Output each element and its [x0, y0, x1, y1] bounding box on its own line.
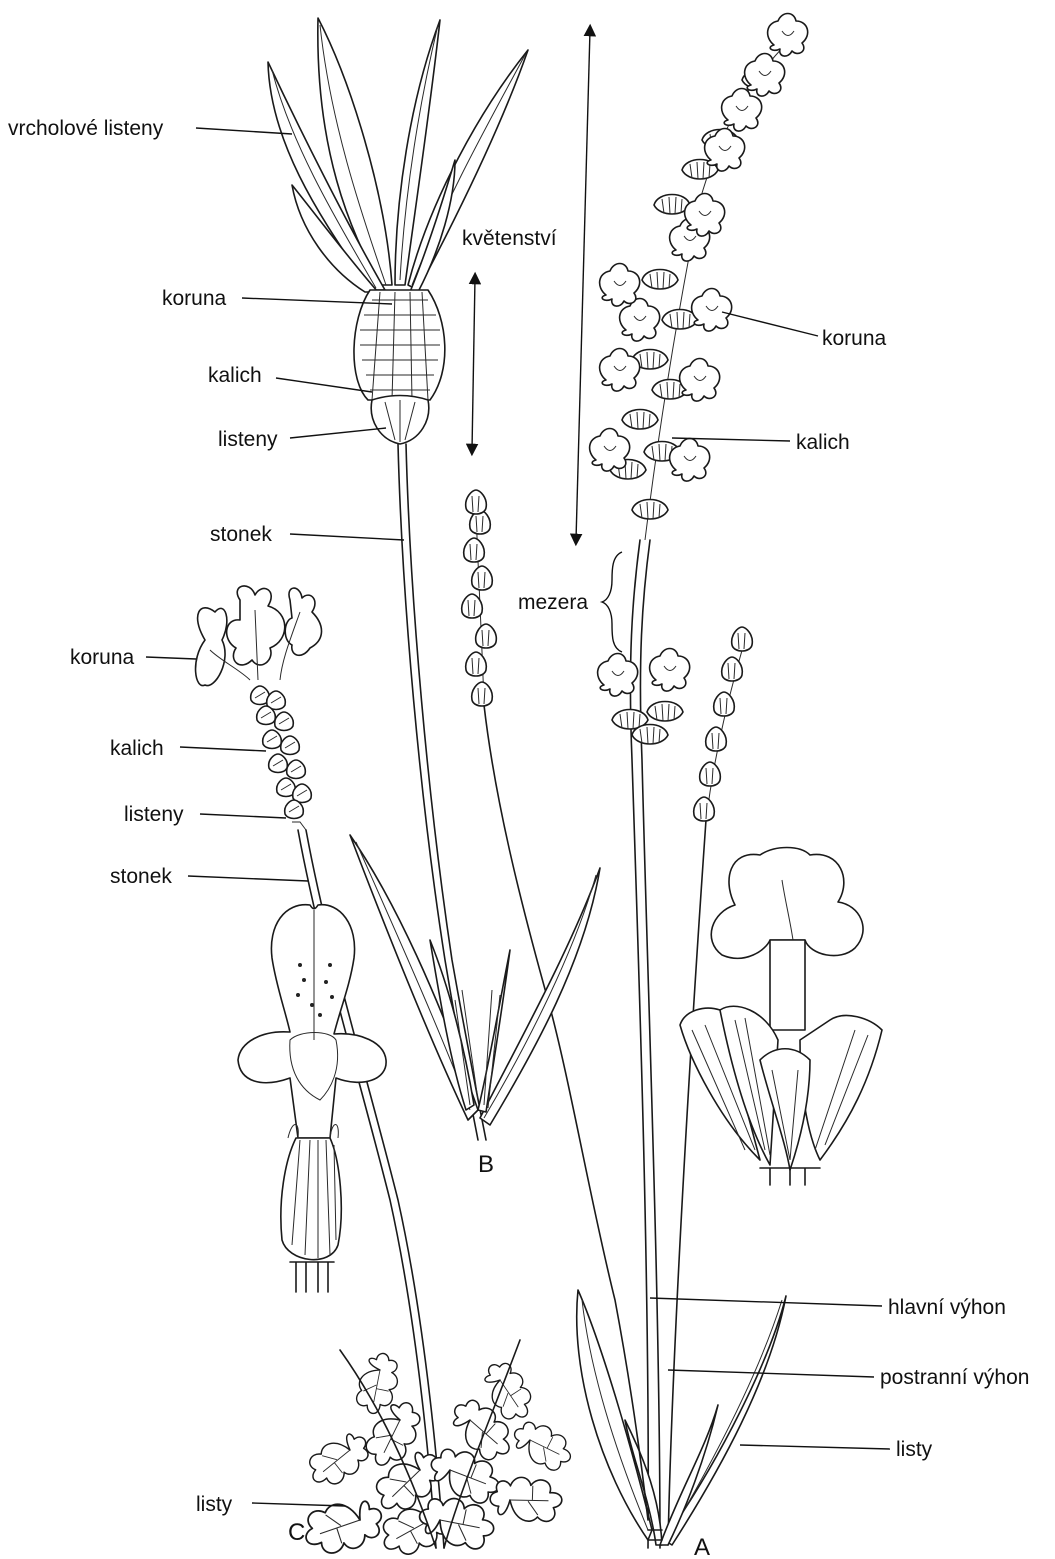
plant-b-head [354, 290, 445, 444]
plant-c-inflorescence [196, 586, 322, 830]
inflorescence-arrow-a [576, 30, 590, 540]
plant-a-marker: A [694, 1534, 710, 1559]
plant-a-floret-detail [680, 848, 882, 1186]
label-stonek-b: stonek [210, 523, 272, 546]
plant-b-base-leaves [350, 835, 600, 1125]
label-koruna-a: koruna [822, 327, 887, 350]
plant-a-illustration [577, 14, 808, 1549]
label-vrcholove-listeny: vrcholové listeny [8, 117, 164, 140]
label-stonek-c: stonek [110, 865, 172, 888]
label-listeny-c: listeny [124, 803, 184, 826]
label-kalich-c: kalich [110, 737, 164, 760]
label-kalich-b: kalich [208, 364, 262, 387]
label-kalich-a: kalich [796, 431, 850, 454]
label-koruna-c: koruna [70, 646, 135, 669]
label-listy-c: listy [196, 1493, 233, 1516]
plant-a-leaves [577, 1290, 786, 1545]
label-postranni-vyhon: postranní výhon [880, 1366, 1029, 1389]
plant-a-lower-whorl [598, 649, 690, 745]
plant-c-dissected-leaves [301, 1340, 578, 1559]
label-koruna-b: koruna [162, 287, 227, 310]
inflorescence-arrow-b [472, 278, 475, 450]
plant-b-top-bracts [268, 18, 528, 292]
gap-brace [602, 552, 622, 652]
plant-c-marker: C [288, 1519, 305, 1546]
label-listeny-b: listeny [218, 428, 278, 451]
plant-b-marker: B [478, 1151, 494, 1178]
plant-a-main-shoot [630, 540, 660, 1548]
label-listy-a: listy [896, 1438, 933, 1461]
label-hlavni-vyhon: hlavní výhon [888, 1296, 1006, 1319]
plant-b-illustration [268, 18, 648, 1520]
plant-a-inflorescence [590, 14, 808, 541]
leader-lines [146, 128, 890, 1506]
label-kvetenstvi: květenství [462, 227, 557, 250]
label-mezera: mezera [518, 591, 588, 614]
